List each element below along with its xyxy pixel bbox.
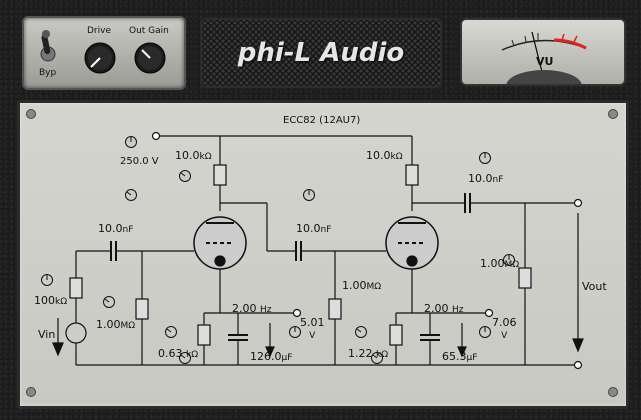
- outcap-knob-icon[interactable]: [478, 151, 492, 165]
- vu-scale: [501, 31, 587, 84]
- cathode2-knob-icon[interactable]: [354, 325, 368, 339]
- controls-panel: Byp Drive Out Gain: [22, 16, 186, 90]
- plate2-res-value: 10.0kΩ: [366, 149, 403, 163]
- grid1-knob-icon[interactable]: [102, 295, 116, 309]
- vu-meter: VU: [460, 18, 626, 86]
- interstage-cap-value: 10.0nF: [296, 222, 332, 236]
- input-res-value: 100kΩ: [34, 294, 68, 308]
- cathcap2-knob-icon[interactable]: [370, 351, 384, 365]
- vu-label: VU: [536, 55, 554, 68]
- cap2-knob-icon[interactable]: [302, 188, 316, 202]
- supply-voltage: 250.0 V: [120, 156, 159, 167]
- out-gain-knob[interactable]: [132, 40, 168, 76]
- cathcap1-knob-icon[interactable]: [178, 351, 192, 365]
- freq1-knob-icon[interactable]: [288, 325, 302, 339]
- tube-title: ECC82 (12AU7): [283, 115, 361, 126]
- grid1-res-value: 1.00MΩ: [96, 318, 136, 332]
- screw-icon: [26, 109, 36, 119]
- cathode1-cap-value: 126.0µF: [250, 350, 293, 364]
- freq1-value: 2.00 Hz: [232, 302, 272, 316]
- schematic-wires: [52, 131, 584, 370]
- screw-icon: [26, 387, 36, 397]
- vin-label: Vin: [38, 328, 56, 341]
- drive-knob[interactable]: [82, 40, 118, 76]
- drive-label: Drive: [87, 26, 111, 36]
- cap1-knob-icon[interactable]: [124, 188, 138, 202]
- output-cap-value: 10.0nF: [468, 172, 504, 186]
- coupling-cap-value: 10.0nF: [98, 222, 134, 236]
- plate1-res-value: 10.0kΩ: [175, 149, 212, 163]
- out-gain-label: Out Gain: [129, 26, 169, 36]
- vout-label: Vout: [582, 280, 607, 293]
- supply-knob-icon[interactable]: [124, 135, 138, 149]
- cathode2-cap-value: 65.3µF: [442, 350, 478, 364]
- screw-icon: [608, 387, 618, 397]
- brand-logo: phi-L Audio: [237, 38, 405, 68]
- freq2-value: 2.00 Hz: [424, 302, 464, 316]
- cathode1-knob-icon[interactable]: [164, 325, 178, 339]
- logo-panel: phi-L Audio: [200, 18, 442, 88]
- bypass-toggle[interactable]: [34, 28, 62, 68]
- load-res-value: 1.00MΩ: [480, 257, 520, 271]
- grid2-res-value: 1.00MΩ: [342, 279, 382, 293]
- input-res-knob-icon[interactable]: [40, 273, 54, 287]
- circuit-panel: ECC82 (12AU7) 250.0 V 10.0kΩ 10.0kΩ 10.0…: [17, 100, 629, 409]
- cathode2-res-value: 1.22 kΩ: [348, 347, 389, 361]
- load-knob-icon[interactable]: [502, 253, 516, 267]
- plate1-knob-icon[interactable]: [178, 169, 192, 183]
- freq2-knob-icon[interactable]: [478, 325, 492, 339]
- cathode1-res-value: 0.63 kΩ: [158, 347, 199, 361]
- bypass-label: Byp: [39, 68, 57, 78]
- screw-icon: [608, 109, 618, 119]
